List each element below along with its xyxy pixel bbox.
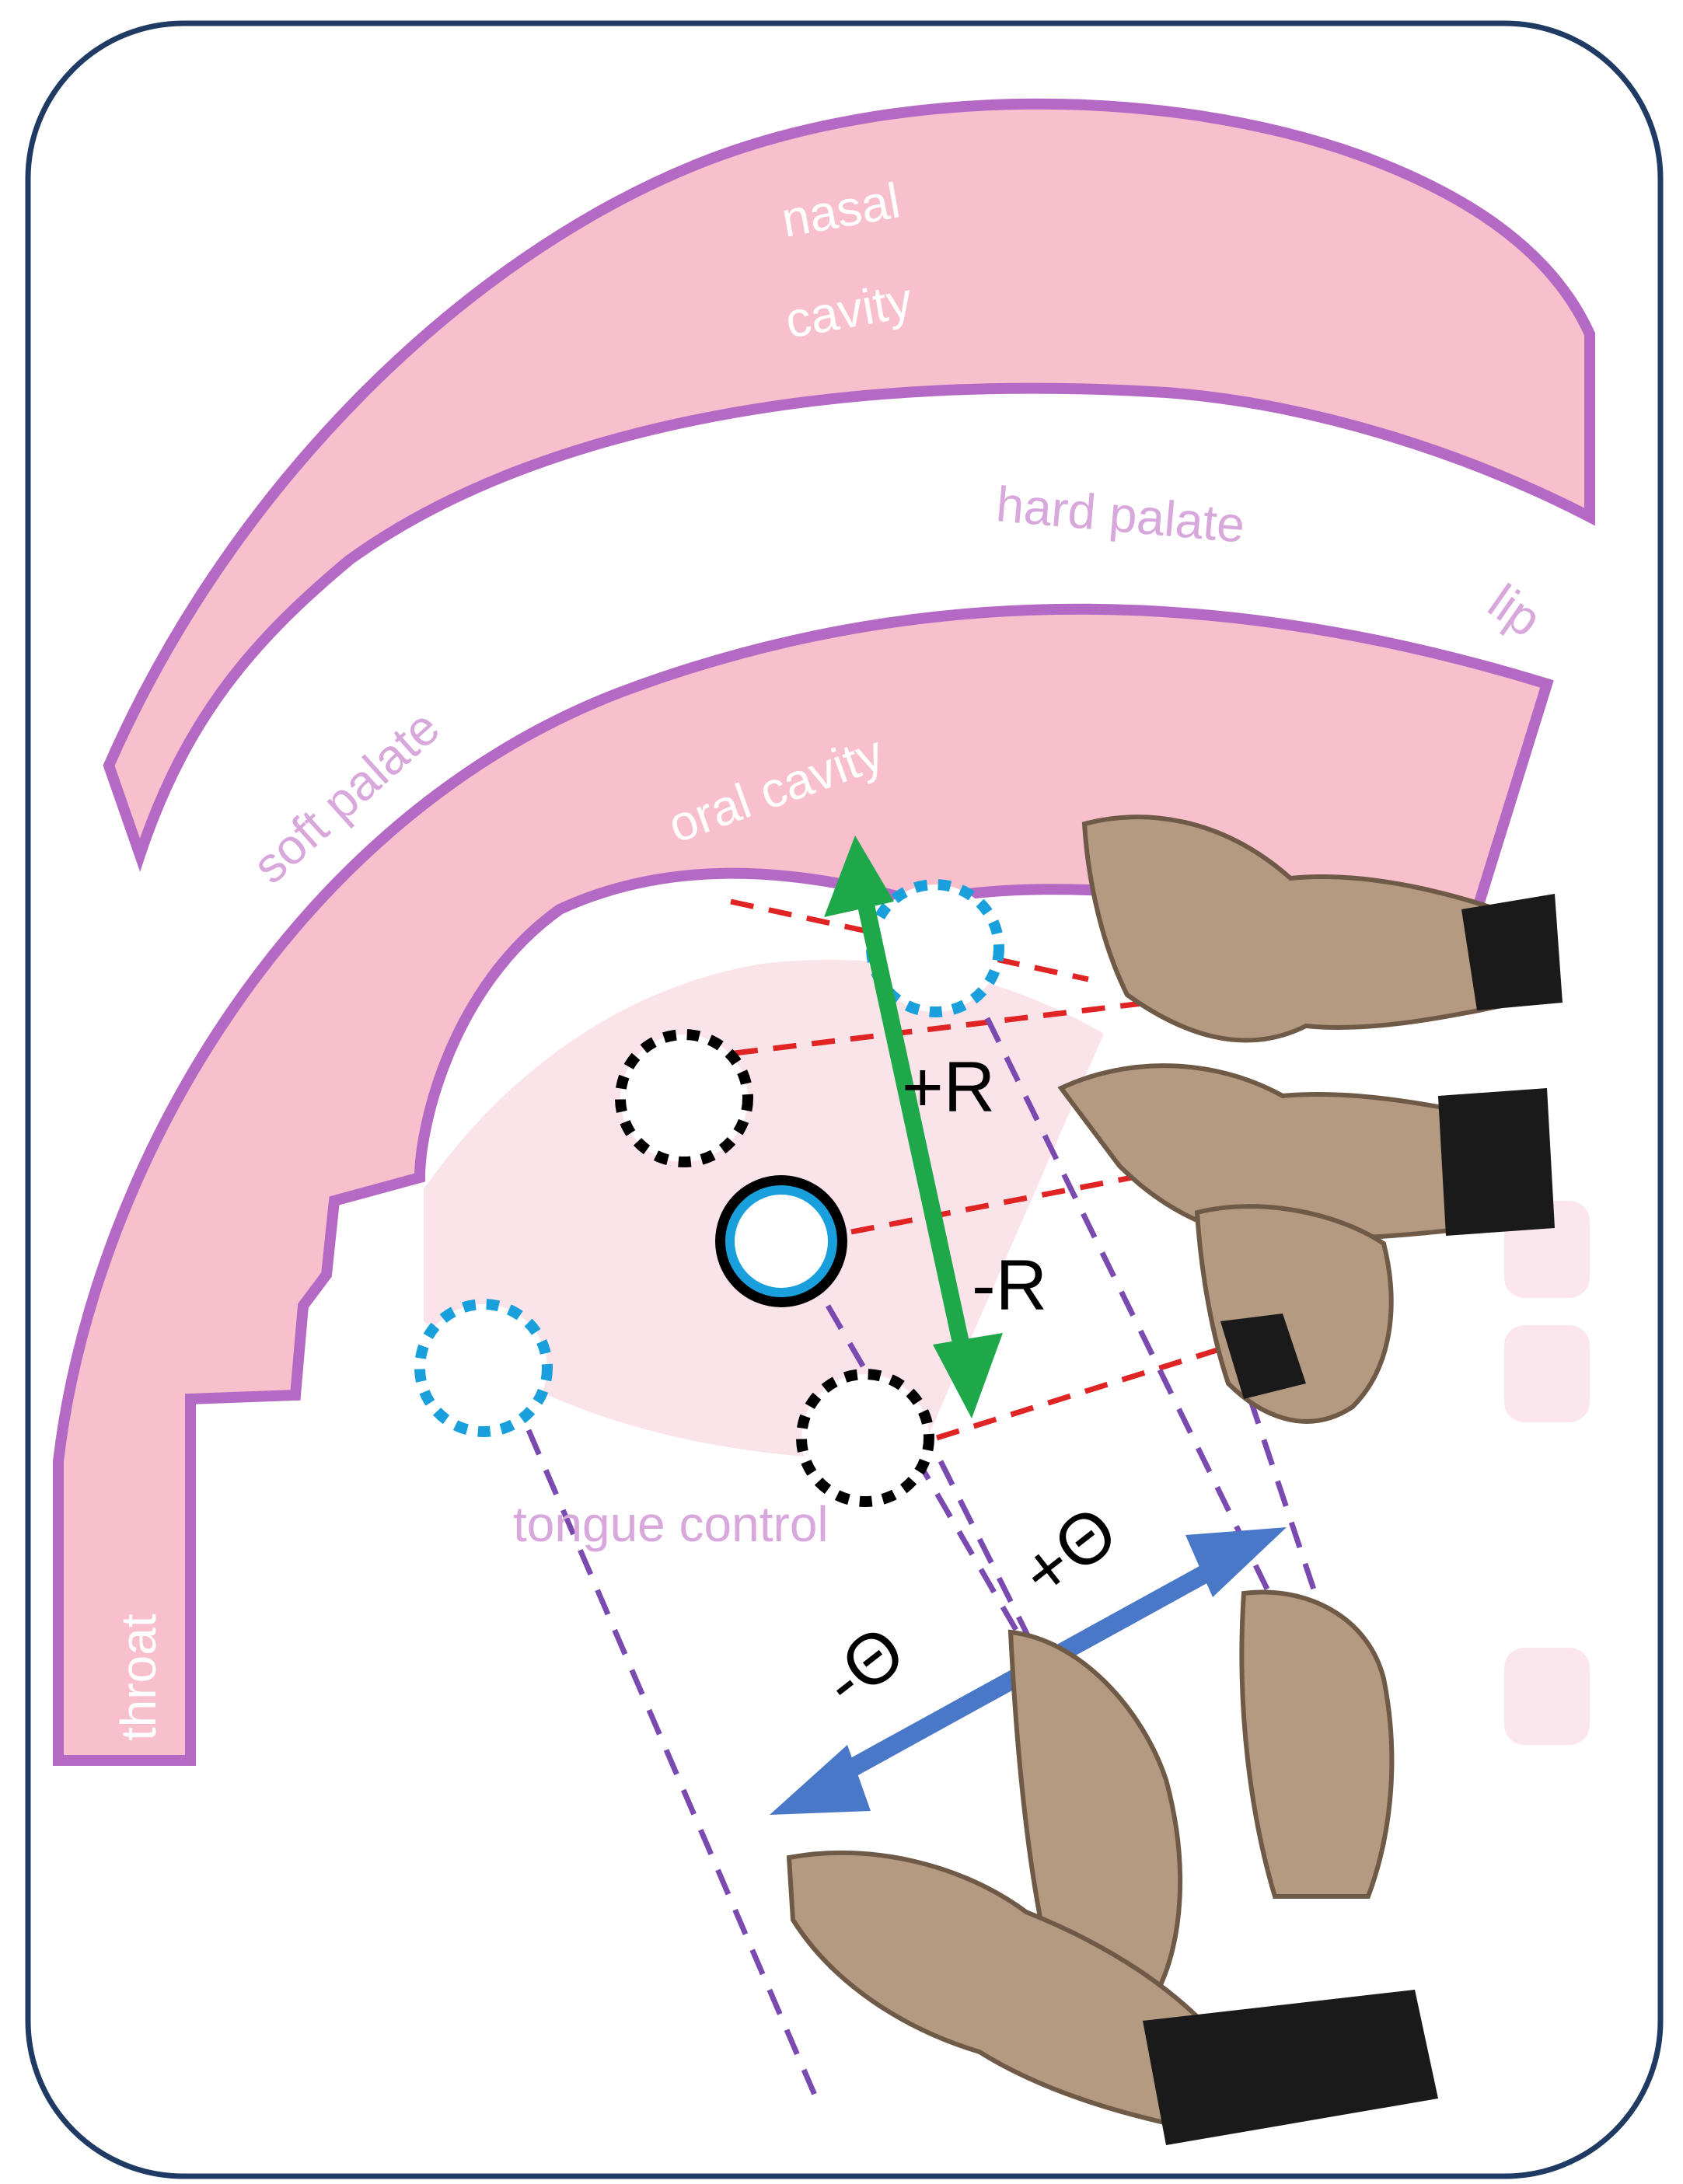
label-minus-r: -R xyxy=(972,1246,1047,1325)
angular-guide-4 xyxy=(984,1017,1379,1812)
side-box-2 xyxy=(1504,1325,1590,1422)
radial-guide-top xyxy=(730,898,1089,982)
nasal-cavity-band xyxy=(103,98,1595,872)
angular-arrow-head-right xyxy=(1185,1527,1287,1597)
label-hard-palate: hard palate xyxy=(994,476,1247,553)
glove-hand-icon xyxy=(1239,1589,1395,1899)
glove-hand-icon xyxy=(1194,1204,1394,1424)
tongue-position-circle-low xyxy=(796,1369,934,1507)
label-plus-r: +R xyxy=(902,1048,995,1127)
tongue-position-circle-far-left xyxy=(414,1299,553,1437)
side-box-3 xyxy=(1504,1648,1590,1745)
diagram-frame xyxy=(25,20,1664,2179)
angular-arrow-head-left xyxy=(770,1745,871,1815)
angular-guide-1 xyxy=(526,1429,819,2100)
label-lip: lip xyxy=(1479,573,1552,647)
angular-guide-5 xyxy=(1206,1273,1360,1719)
radial-guide-mid xyxy=(850,1159,1213,1235)
label-plus-theta: +Θ xyxy=(1007,1491,1133,1614)
glove-hand-icon xyxy=(1057,1063,1555,1240)
tongue-position-circle-active xyxy=(715,1175,847,1307)
label-minus-theta: -Θ xyxy=(808,1610,920,1722)
label-throat: throat xyxy=(110,1614,166,1741)
glove-hand-icon xyxy=(786,1850,1438,2145)
radial-arrow-head-up xyxy=(824,836,894,917)
radial-arrow-head-down xyxy=(933,1333,1003,1418)
radial-guide-low xyxy=(935,1334,1261,1441)
tongue-position-circle-top xyxy=(866,879,1004,1017)
glove-hand-icon xyxy=(1081,815,1563,1043)
label-tongue-control: tongue control xyxy=(513,1496,829,1552)
tongue-position-circle-active-ring xyxy=(725,1185,837,1297)
glove-hand-icon xyxy=(1007,1629,1183,1992)
tongue-position-circle-left xyxy=(615,1029,753,1167)
radial-arrow-shaft xyxy=(857,899,975,1370)
